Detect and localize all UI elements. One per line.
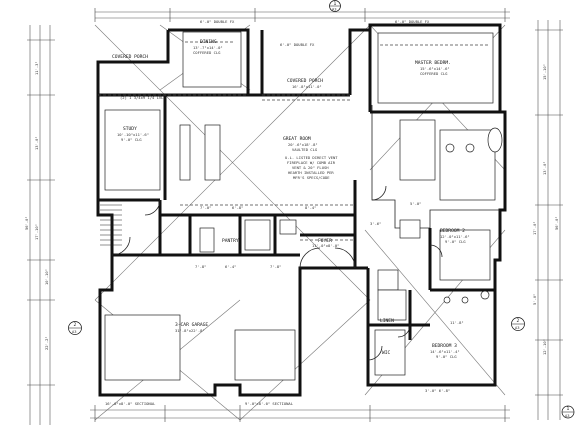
dim-int-8: 5'-0" <box>410 201 421 206</box>
dim-left-total: 56'-0" <box>24 216 29 230</box>
dimension-lines <box>27 8 563 425</box>
section-marker-top: 1 A3 <box>329 0 341 12</box>
room-bedroom3-name: BEDROOM 3 <box>432 343 457 349</box>
room-bedroom3-ceiling: 9'-0" CLG <box>436 354 457 359</box>
section-marker-right-num: 2 <box>517 318 520 324</box>
section-marker-left: 2 A3 <box>68 321 82 335</box>
dim-top-3: 6'-0" DOUBLE FX <box>280 42 315 47</box>
room-bedroom2-ceiling: 9'-0" CLG <box>445 239 466 244</box>
dim-right-d: 12'-10" <box>542 339 547 355</box>
dim-top-2: 6'-0" DOUBLE FX <box>395 19 430 24</box>
room-great-room-name: GREAT ROOM <box>283 136 311 142</box>
room-covered-porch-front: COVERED PORCH <box>112 54 148 60</box>
room-study-ceiling: 9'-0" CLG <box>121 137 142 142</box>
section-marker-top-num: 1 <box>334 1 337 7</box>
room-bedroom3-size: 14'-6"x11'-4" <box>430 349 460 354</box>
section-marker-right-sheet: A3 <box>515 325 520 330</box>
room-covered-porch-rear-size: 16'-8"x11'-0" <box>292 84 322 89</box>
dim-top-1: 6'-0" DOUBLE FX <box>200 19 235 24</box>
dim-left-b: 13'-0" <box>34 136 39 150</box>
section-marker-right: 2 A3 <box>511 317 525 331</box>
fireplace-note-2: FIREPLACE W/ COMB AIR <box>287 160 336 165</box>
section-marker-bottom-num: 1 <box>567 406 570 412</box>
dim-bottom-1: 16'-0"x8'-0" SECTIONAL <box>105 401 156 406</box>
room-garage-size: 31'-8"x22'-8" <box>175 328 205 333</box>
dim-left-a: 11'-3" <box>34 61 39 75</box>
room-linen-name: LINEN <box>380 318 394 324</box>
dim-right-total: 56'-0" <box>554 216 559 230</box>
dim-bottom-2: 9'-0"x8'-0" SECTIONAL <box>245 401 294 406</box>
room-master-ceiling: COFFERED CLG <box>420 71 448 76</box>
room-wic-name: WIC <box>382 350 391 356</box>
dim-right-e: 5'-0" <box>532 294 537 305</box>
room-great-room-size: 20'-6"x18'-8" <box>288 142 318 147</box>
dim-int-1: 7'-8" <box>195 264 206 269</box>
dim-int-4: 11'-8" <box>450 320 464 325</box>
dim-right-a: 15'-10" <box>542 64 547 80</box>
fireplace-note-5: MFR'S SPECS/CODE <box>293 175 330 180</box>
dim-bottom-3: 3'-0" 6'-8" <box>425 388 450 393</box>
room-study-name: STUDY <box>123 126 137 132</box>
room-bedroom2-size: 12'-0"x11'-6" <box>440 234 470 239</box>
room-great-room-ceiling: VAULTED CLG <box>292 147 318 152</box>
room-bedroom2-name: BEDROOM 2 <box>440 228 465 234</box>
room-dining-name: DINING <box>200 39 217 45</box>
room-dining-size: 13'-7"x14'-0" <box>193 45 223 50</box>
room-foyer-name: FOYER <box>318 238 332 244</box>
room-pantry-name: PANTRY <box>222 238 239 244</box>
dim-right-b: 13'-0" <box>542 161 547 175</box>
dim-int-3: 7'-8" <box>270 264 281 269</box>
section-marker-left-sheet: A3 <box>72 329 77 334</box>
dim-left-c: 17'-10" <box>34 224 39 240</box>
dim-right-c: 17'-0" <box>532 221 537 235</box>
section-marker-top-sheet: A3 <box>332 7 337 12</box>
room-foyer-size: 11'-0"x8'-0" <box>312 243 339 248</box>
dim-int-7: 8'-4" <box>305 205 316 210</box>
room-study-size: 10'-10"x11'-6" <box>117 132 149 137</box>
dim-int-6: 6'-8" <box>232 205 243 210</box>
section-marker-left-num: 2 <box>74 322 77 328</box>
dim-int-2: 6'-4" <box>225 264 236 269</box>
fixtures <box>98 31 503 381</box>
room-master-size: 15'-6"x14'-6" <box>420 66 450 71</box>
dim-beam-rear: (2) 1 3/4x9 1/4 LVL <box>120 95 164 100</box>
room-garage-name: 3-CAR GARAGE <box>175 322 208 328</box>
dim-left-e: 10'-10" <box>44 269 49 285</box>
fireplace-note-3: VENT & 20" FLUSH <box>292 165 329 170</box>
dim-int-9: 3'-6" <box>370 221 381 226</box>
section-marker-bottom-sheet: A3 <box>565 413 570 418</box>
dim-left-d: 22'-2" <box>44 336 49 350</box>
room-master-name: MASTER BEDRM. <box>415 60 451 66</box>
room-dining-ceiling: COFFERED CLG <box>193 50 221 55</box>
dim-int-5: 7'-0" <box>200 205 211 210</box>
fireplace-note-1: U.L. LISTED DIRECT VENT <box>285 155 338 160</box>
room-covered-porch-rear-name: COVERED PORCH <box>287 78 323 84</box>
fireplace-note-4: HEARTH INSTALLED PER <box>288 170 334 175</box>
section-marker-bottom: 1 A3 <box>561 405 575 419</box>
